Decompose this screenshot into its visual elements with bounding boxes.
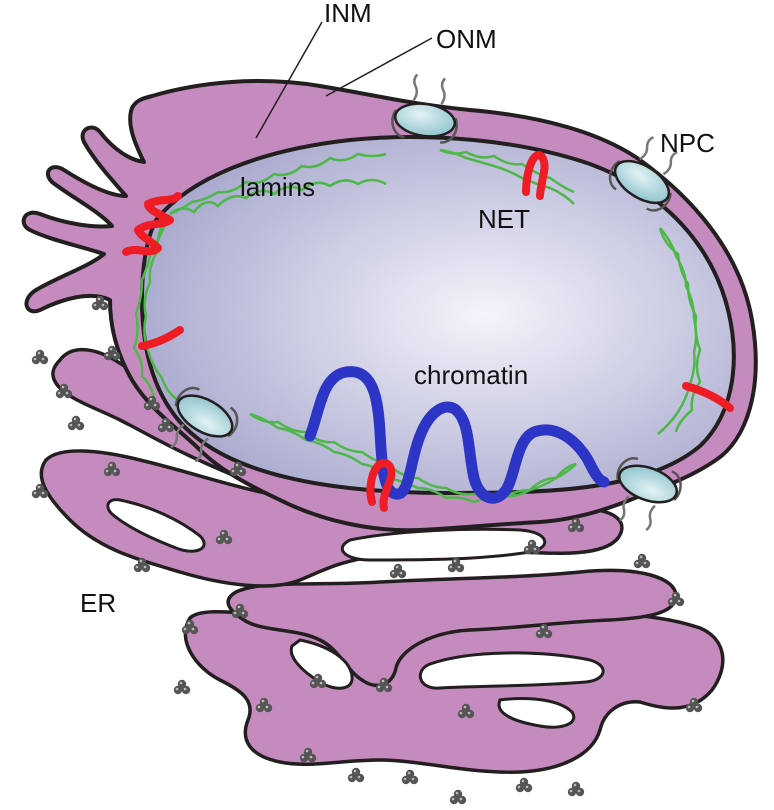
net-protein-left xyxy=(138,326,184,350)
net-protein-bottom xyxy=(366,459,396,512)
chromatin-label: chromatin xyxy=(414,360,528,390)
labels: INM ONM NPC lamins NET chromatin ER xyxy=(80,0,715,618)
npc-bottom-right xyxy=(616,457,682,532)
npc-label: NPC xyxy=(660,128,715,158)
er-sheet-4 xyxy=(183,609,725,774)
net-proteins xyxy=(122,151,734,512)
nuclear-envelope xyxy=(21,79,758,533)
npc-left xyxy=(170,386,239,463)
lamins-label: lamins xyxy=(240,172,315,202)
net-label: NET xyxy=(478,204,530,234)
leader-lines xyxy=(255,21,433,139)
lamins-upper-right xyxy=(439,148,575,194)
chromatin-fiber xyxy=(304,366,610,504)
net-protein-right xyxy=(682,382,734,412)
net-protein-upper-right xyxy=(522,151,549,200)
nuclear-pore-complexes xyxy=(170,73,682,532)
onm-label: ONM xyxy=(436,24,497,54)
inm-leader-line xyxy=(255,21,323,139)
npc-right xyxy=(608,136,678,212)
npc-top xyxy=(391,73,458,144)
er-label: ER xyxy=(80,588,116,618)
onm-leader-line xyxy=(325,37,433,97)
lamins-upper xyxy=(169,178,387,215)
net-protein-left-coil xyxy=(122,192,182,256)
inm-label: INM xyxy=(324,0,372,28)
